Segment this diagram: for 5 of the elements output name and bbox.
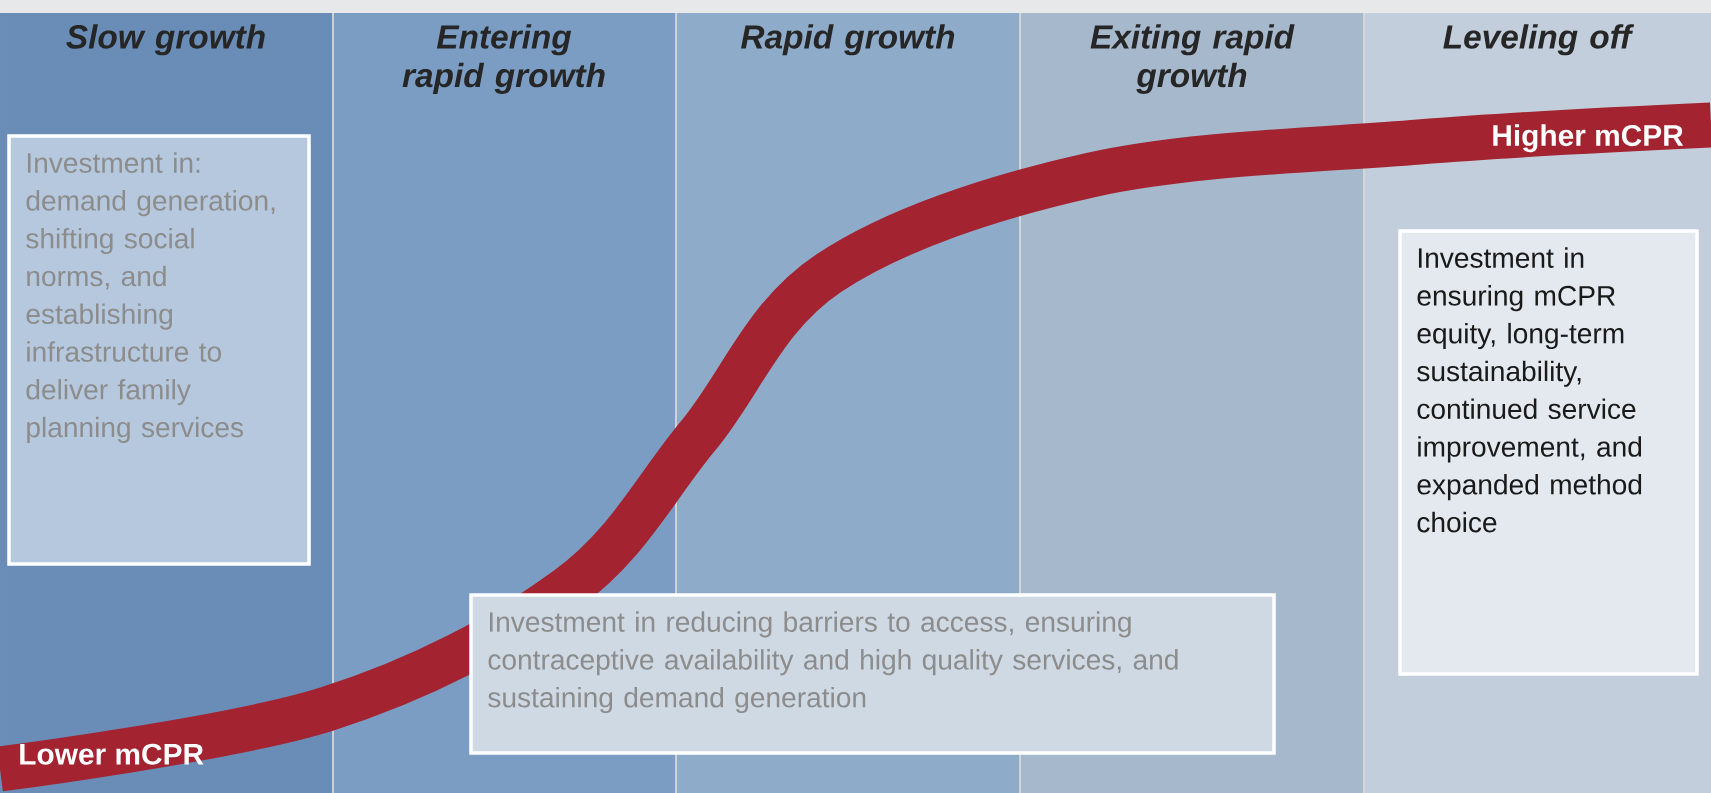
text-box: Investment in reducing barriers to access, ensuring contraceptive availability and high quality services, and sustaining demand generation [469,593,1276,755]
curve-label: Lower mCPR [20,743,204,765]
text-box: Investment in ensuring mCPR equity, long-term sustainability, continued service improvement, and expanded method choice [1398,229,1699,676]
text-box: Investment in: demand generation, shifting social norms, and establishing infrastructure to deliver family planning services [7,134,311,566]
curve-label: Higher mCPR [1493,124,1684,153]
